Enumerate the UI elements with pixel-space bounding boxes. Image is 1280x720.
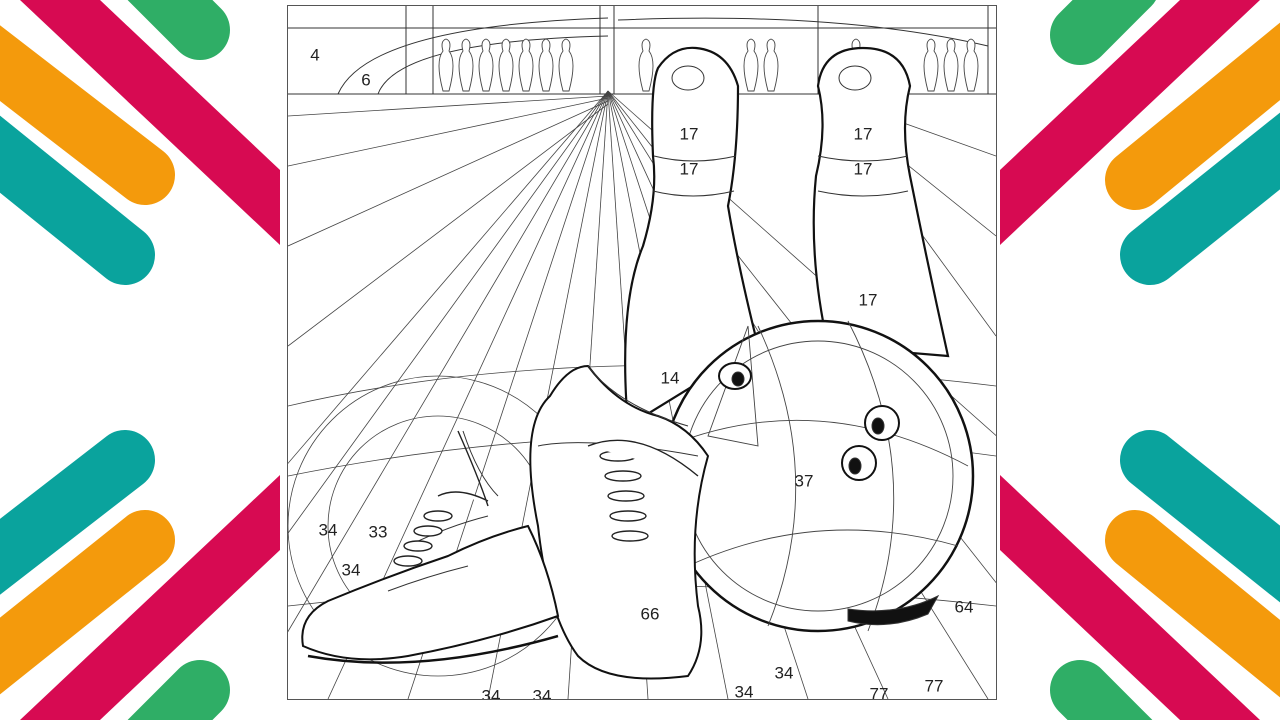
region-number[interactable]: 17 — [853, 124, 873, 144]
region-number[interactable]: 34 — [318, 520, 338, 540]
region-number[interactable]: 64 — [954, 597, 974, 617]
region-number[interactable]: 17 — [853, 159, 873, 179]
region-number[interactable]: 77 — [869, 684, 889, 700]
region-number[interactable]: 34 — [734, 682, 754, 700]
region-number[interactable]: 34 — [481, 686, 501, 700]
region-number[interactable]: 4 — [310, 45, 320, 65]
region-number[interactable]: 77 — [924, 676, 944, 696]
region-number[interactable]: 66 — [640, 604, 660, 624]
region-number[interactable]: 34 — [774, 663, 794, 683]
region-number[interactable]: 34 — [341, 560, 361, 580]
region-number[interactable]: 37 — [794, 471, 814, 491]
coloring-canvas[interactable]: 4 6 17 17 17 17 17 14 37 34 33 34 66 64 … — [287, 5, 997, 700]
line-art — [288, 6, 996, 699]
region-number[interactable]: 6 — [361, 70, 371, 90]
region-number[interactable]: 17 — [679, 159, 699, 179]
region-number[interactable]: 33 — [368, 522, 388, 542]
region-number[interactable]: 14 — [660, 368, 680, 388]
region-number[interactable]: 17 — [858, 290, 878, 310]
region-number[interactable]: 34 — [532, 686, 552, 700]
region-number[interactable]: 17 — [679, 124, 699, 144]
